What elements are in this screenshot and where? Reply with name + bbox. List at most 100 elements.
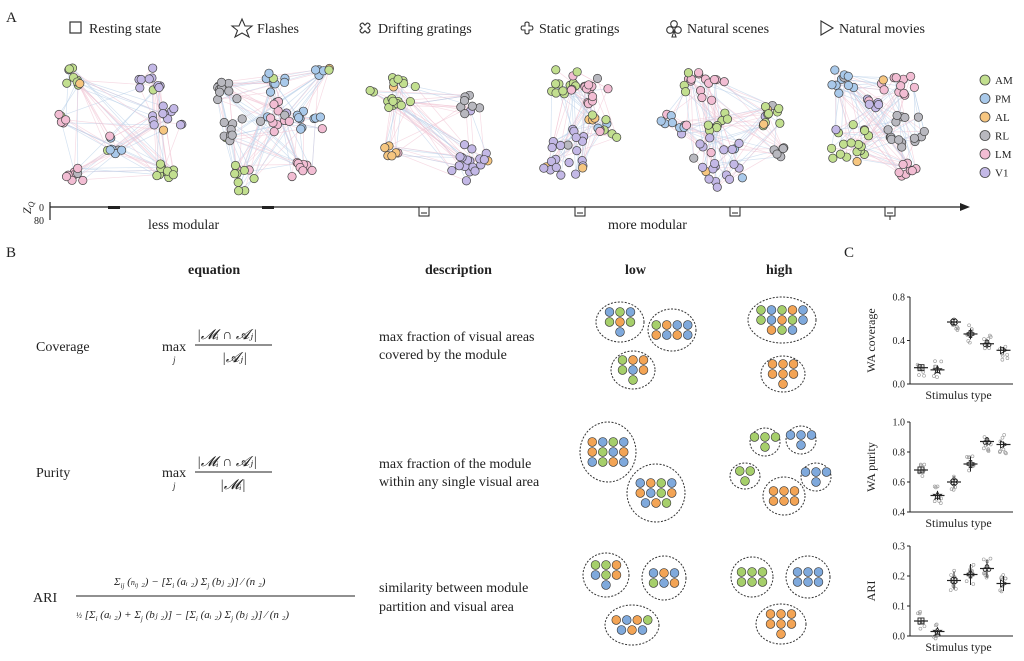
network-edge: [551, 129, 601, 162]
module-node: [786, 609, 797, 619]
module-node: [811, 477, 821, 487]
network-edge: [670, 91, 686, 116]
mean-marker-club: [984, 437, 990, 442]
data-point: [955, 325, 959, 329]
svg-text:Σij (nij ₂) − [Σi (aᵢ ₂) Σj (b: Σij (nij ₂) − [Σi (aᵢ ₂) Σj (bⱼ ₂)] ⁄ (n…: [113, 576, 266, 590]
network-node: [558, 86, 568, 96]
network-edge: [217, 91, 271, 100]
module-node: [598, 437, 608, 447]
network-node: [551, 65, 561, 75]
network-edge: [235, 164, 304, 166]
network-edge: [384, 83, 404, 148]
coverage-numerator: |𝓜ᵢ ∩ 𝓐ⱼ|: [197, 328, 257, 343]
network-node: [612, 132, 622, 142]
network-node: [380, 143, 390, 153]
data-point: [933, 636, 938, 641]
data-point: [951, 583, 956, 588]
stimulus-label-drifting: Drifting gratings: [378, 22, 472, 37]
module-node: [745, 466, 755, 476]
module-node: [798, 315, 808, 325]
module-node: [736, 567, 747, 577]
network-node: [729, 159, 739, 169]
network-2: [365, 73, 493, 186]
y-tick-label: 0.2: [893, 572, 906, 583]
mean-marker-club: [986, 440, 992, 445]
coverage-description-2: covered by the module: [379, 348, 507, 363]
module-node: [608, 457, 618, 467]
network-node: [899, 88, 909, 98]
module-node: [792, 567, 803, 577]
network-edge: [77, 81, 154, 121]
network-node: [61, 115, 71, 125]
network-edge: [838, 92, 911, 171]
module-node: [619, 457, 629, 467]
data-point: [982, 446, 986, 451]
network-edge: [217, 87, 304, 165]
module-node: [785, 430, 796, 440]
module-node: [749, 432, 760, 442]
module-blob: [604, 604, 660, 646]
network-node: [230, 169, 240, 179]
network-node: [719, 77, 729, 87]
network-edge: [229, 128, 301, 141]
network-edge: [73, 85, 79, 173]
network-node: [706, 148, 716, 158]
legend-label-v1: V1: [995, 168, 1008, 180]
module-node: [656, 478, 666, 488]
module-node: [765, 609, 776, 619]
network-node: [705, 133, 715, 143]
module-node: [638, 365, 649, 375]
y-tick-label: 0.8: [893, 293, 906, 304]
module-node: [608, 437, 618, 447]
network-node: [273, 106, 283, 116]
modularity-marker: [729, 206, 741, 217]
module-node: [766, 315, 777, 325]
module-node: [590, 560, 601, 570]
network-node: [393, 74, 403, 84]
network-node: [683, 68, 693, 78]
network-edge: [681, 130, 710, 135]
module-blob: [610, 350, 656, 390]
network-node: [667, 118, 677, 128]
network-node: [148, 63, 158, 73]
data-point: [1004, 451, 1008, 456]
module-blob: [626, 463, 686, 523]
network-node: [710, 158, 720, 169]
network-node: [694, 68, 704, 78]
row-name-ari: ARI: [33, 591, 57, 606]
module-node: [672, 320, 682, 330]
network-0: [54, 63, 187, 185]
module-node: [616, 625, 627, 635]
module-blob: [595, 301, 645, 343]
coverage-denominator: |𝓐ⱼ|: [222, 351, 247, 366]
y-tick-label: 0.3: [893, 542, 906, 553]
network-node: [874, 100, 884, 110]
network-5: [827, 65, 929, 181]
network-node: [566, 85, 576, 95]
network-edge: [253, 127, 303, 179]
network-node: [595, 126, 605, 136]
module-outline: [579, 421, 637, 483]
data-point: [922, 462, 927, 467]
module-node: [669, 568, 680, 578]
network-node: [269, 127, 279, 137]
network-edge: [685, 91, 740, 144]
data-point: [918, 626, 923, 631]
network-node: [479, 155, 489, 165]
network-edge: [664, 109, 768, 125]
module-node: [617, 355, 628, 365]
legend-label-am: AM: [995, 75, 1013, 87]
legend-label-rl: RL: [995, 131, 1009, 143]
network-node: [830, 65, 840, 75]
module-node: [776, 619, 786, 629]
data-point: [981, 557, 986, 562]
module-blob: [579, 421, 637, 483]
module-node: [601, 580, 611, 590]
data-point: [983, 346, 987, 351]
network-node: [839, 139, 849, 149]
module-node: [598, 447, 608, 457]
network-edge: [224, 122, 304, 172]
legend-swatch-al: [979, 111, 991, 123]
